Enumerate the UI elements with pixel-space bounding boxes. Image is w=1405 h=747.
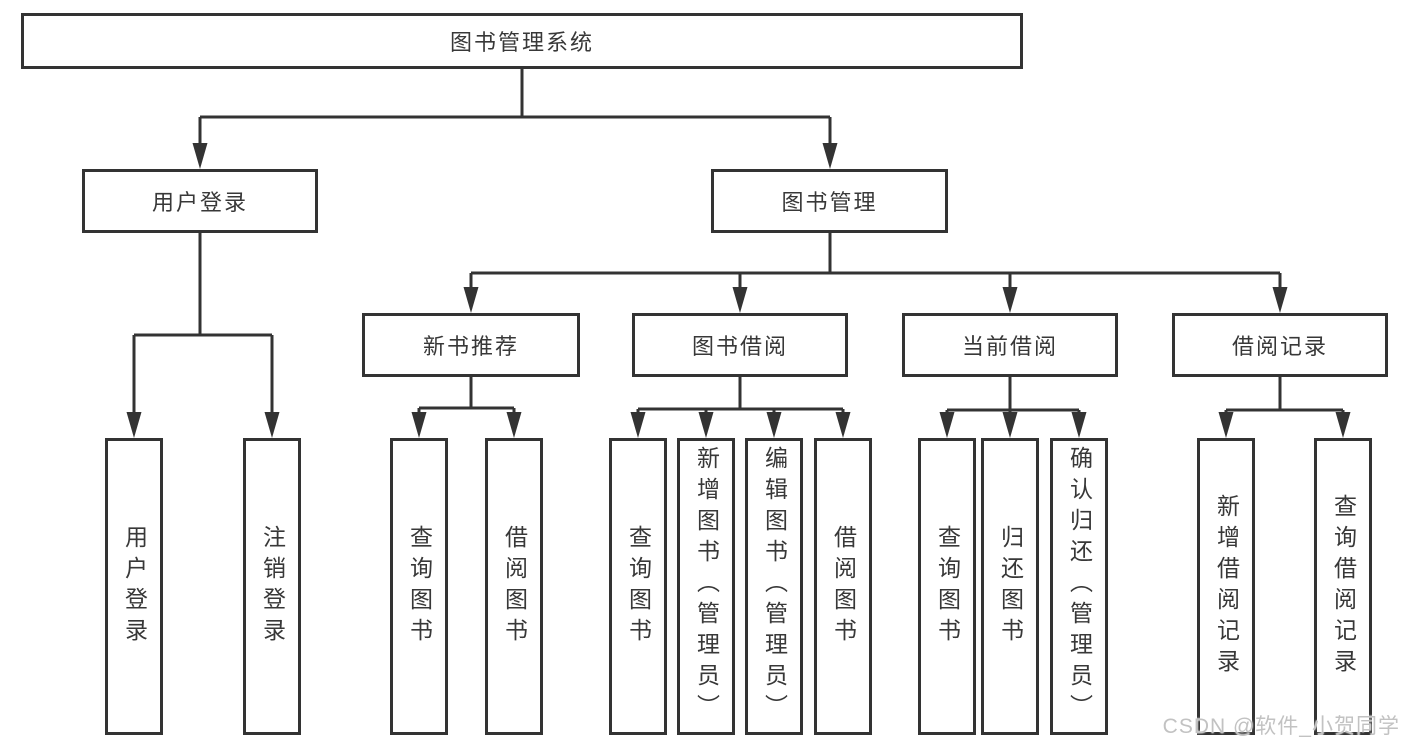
- node-label: 用户登录: [151, 190, 248, 215]
- node-library-system: 图书管理系统: [21, 13, 1023, 69]
- node-label: 借阅记录: [1231, 334, 1328, 359]
- leaf-add-book-admin: 新增图书（管理员）: [677, 438, 735, 735]
- leaf-confirm-return-admin: 确认归还（管理员）: [1050, 438, 1108, 735]
- node-label: 当前借阅: [961, 334, 1058, 359]
- node-label: 归还图书: [997, 524, 1024, 649]
- node-new-book-recommend: 新书推荐: [362, 313, 580, 377]
- watermark: CSDN @软件_小贺同学: [1162, 715, 1400, 738]
- node-label: 用户登录: [121, 524, 148, 649]
- node-label: 图书管理系统: [449, 30, 594, 55]
- leaf-borrow-books-recommend: 借阅图书: [485, 438, 543, 735]
- leaf-query-books-current: 查询图书: [918, 438, 976, 735]
- leaf-user-login: 用户登录: [105, 438, 163, 735]
- leaf-return-books: 归还图书: [981, 438, 1039, 735]
- node-label: 查询图书: [406, 524, 433, 649]
- node-current-borrowing: 当前借阅: [902, 313, 1118, 377]
- node-borrowing-records: 借阅记录: [1172, 313, 1388, 377]
- node-label: 借阅图书: [830, 524, 857, 649]
- leaf-edit-book-admin: 编辑图书（管理员）: [745, 438, 803, 735]
- node-label: 确认归还（管理员）: [1066, 446, 1093, 725]
- node-book-borrowing: 图书借阅: [632, 313, 848, 377]
- leaf-add-borrow-record: 新增借阅记录: [1197, 438, 1255, 735]
- node-label: 注销登录: [259, 524, 286, 649]
- node-book-management: 图书管理: [711, 169, 948, 233]
- node-label: 新书推荐: [422, 334, 519, 359]
- node-label: 新增图书（管理员）: [693, 446, 720, 725]
- leaf-query-books-recommend: 查询图书: [390, 438, 448, 735]
- node-label: 借阅图书: [501, 524, 528, 649]
- node-label: 编辑图书（管理员）: [761, 446, 788, 725]
- leaf-borrow-books: 借阅图书: [814, 438, 872, 735]
- node-label: 图书借阅: [691, 334, 788, 359]
- node-label: 新增借阅记录: [1213, 493, 1240, 680]
- node-label: 图书管理: [781, 190, 878, 215]
- node-user-login: 用户登录: [82, 169, 318, 233]
- node-label: 查询图书: [934, 524, 961, 649]
- node-label: 查询借阅记录: [1330, 493, 1357, 680]
- leaf-query-borrow-record: 查询借阅记录: [1314, 438, 1372, 735]
- leaf-query-books-borrowing: 查询图书: [609, 438, 667, 735]
- leaf-logout-login: 注销登录: [243, 438, 301, 735]
- node-label: 查询图书: [625, 524, 652, 649]
